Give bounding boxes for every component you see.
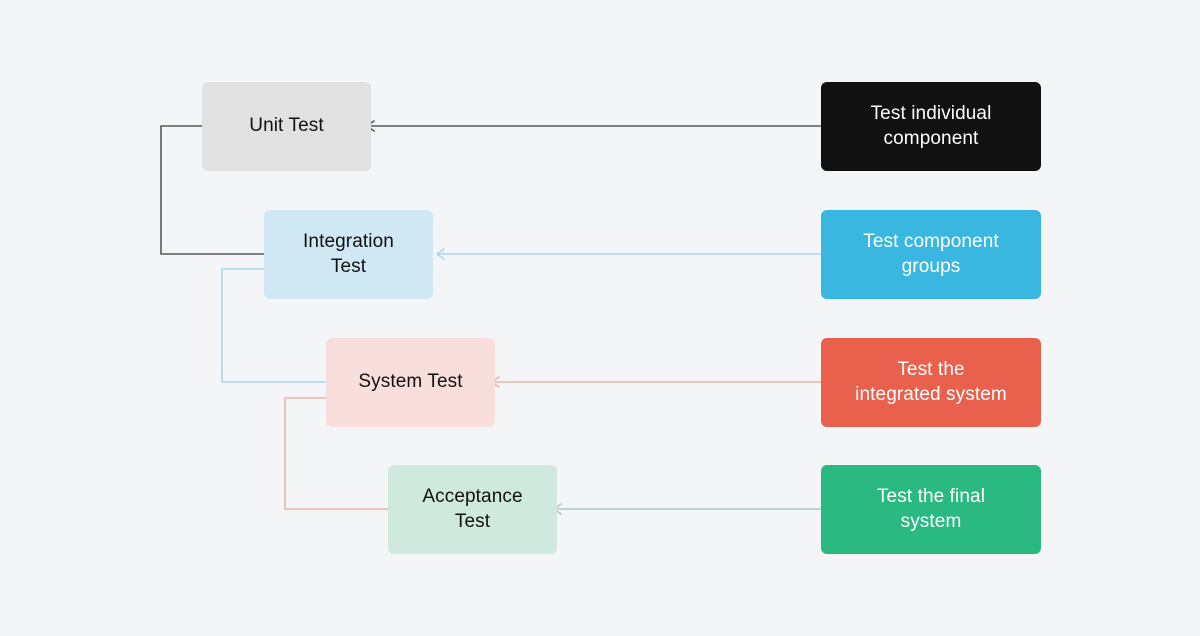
connector-test-final-system-to-acceptance-test: [553, 503, 821, 515]
connector-line: [221, 268, 326, 383]
node-label-system-test: System Test: [358, 371, 463, 393]
node-label-unit-test: Unit Test: [249, 115, 324, 137]
arrowhead-icon: [436, 248, 445, 260]
node-test-component-groups[interactable]: Test component groups: [821, 210, 1041, 299]
node-label-test-integrated-system: Test the integrated system: [855, 359, 1007, 405]
connector-test-integrated-system-to-system-test: [491, 376, 821, 388]
connector-test-component-groups-to-integration-test: [436, 248, 821, 260]
node-test-final-system[interactable]: Test the final system: [821, 465, 1041, 554]
node-test-integrated-system[interactable]: Test the integrated system: [821, 338, 1041, 427]
node-system-test[interactable]: System Test: [326, 338, 495, 427]
connector-test-individual-component-to-unit-test: [366, 120, 821, 132]
node-label-test-component-groups: Test component groups: [863, 231, 999, 277]
connector-system-test-to-acceptance-test: [284, 397, 388, 510]
node-unit-test[interactable]: Unit Test: [202, 82, 371, 171]
node-test-individual-component[interactable]: Test individual component: [821, 82, 1041, 171]
node-label-test-individual-component: Test individual component: [870, 103, 992, 149]
connector-integration-test-to-system-test: [221, 268, 326, 383]
node-label-test-final-system: Test the final system: [876, 486, 986, 532]
node-acceptance-test[interactable]: Acceptance Test: [388, 465, 557, 554]
connector-unit-test-to-integration-test: [160, 125, 264, 255]
node-label-acceptance-test: Acceptance Test: [422, 486, 523, 532]
connector-line: [284, 397, 388, 510]
node-integration-test[interactable]: Integration Test: [264, 210, 433, 299]
node-label-integration-test: Integration Test: [303, 231, 394, 277]
connector-line: [160, 125, 264, 255]
